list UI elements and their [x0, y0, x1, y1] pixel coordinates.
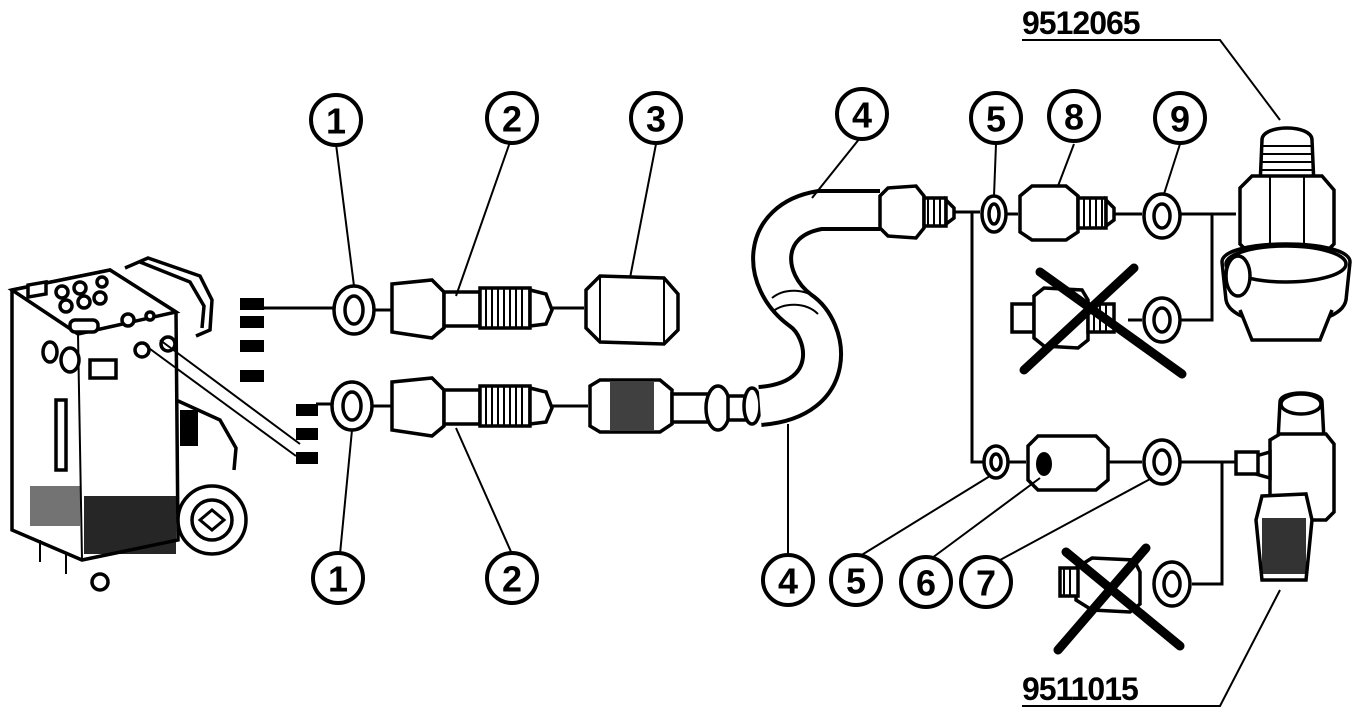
callout-4-top: 4	[835, 87, 889, 141]
svg-text:9: 9	[1170, 99, 1190, 140]
adapter-top	[390, 278, 446, 340]
adapter-item-8	[1018, 184, 1080, 242]
service-station-icon	[7, 256, 301, 592]
not-allowed-cross-icon	[1053, 543, 1192, 655]
callout-1-top: 1	[309, 93, 363, 147]
service-hose	[751, 184, 956, 427]
svg-text:8: 8	[1064, 97, 1084, 138]
valve-9512065	[1212, 126, 1352, 342]
part-number-top: 9512065	[1022, 5, 1140, 41]
callout-2-top: 2	[485, 91, 539, 145]
callout-3-top: 3	[629, 91, 683, 145]
top-line	[262, 274, 680, 346]
callout-7-bottom: 7	[959, 555, 1013, 609]
svg-text:2: 2	[502, 559, 522, 600]
right-branches	[954, 184, 1236, 655]
svg-text:2: 2	[502, 99, 522, 140]
callout-6-bottom: 6	[899, 555, 953, 609]
svg-text:1: 1	[326, 101, 346, 142]
callout-5-top: 5	[969, 91, 1023, 145]
svg-text:5: 5	[986, 99, 1006, 140]
not-allowed-cross-icon	[1010, 263, 1187, 379]
svg-text:1: 1	[328, 559, 348, 600]
callout-4-bottom: 4	[761, 553, 815, 607]
leader-lines	[335, 39, 1281, 707]
callout-2-bottom: 2	[485, 551, 539, 605]
callout-8-top: 8	[1047, 89, 1101, 143]
svg-text:6: 6	[916, 563, 936, 604]
adapter-bottom	[390, 376, 446, 438]
svg-text:5: 5	[846, 561, 866, 602]
svg-text:4: 4	[852, 95, 872, 136]
valve-9511015	[1222, 391, 1336, 582]
callout-1-bottom: 1	[311, 551, 365, 605]
cap-top	[584, 274, 680, 346]
svg-text:3: 3	[646, 99, 666, 140]
hose-end-blocks	[240, 298, 318, 464]
svg-text:7: 7	[976, 563, 996, 604]
callout-5-bottom: 5	[829, 553, 883, 607]
svg-text:4: 4	[778, 561, 798, 602]
part-number-bottom: 9511015	[1022, 671, 1138, 707]
callout-9-top: 9	[1153, 91, 1207, 145]
bottom-line	[316, 376, 762, 438]
